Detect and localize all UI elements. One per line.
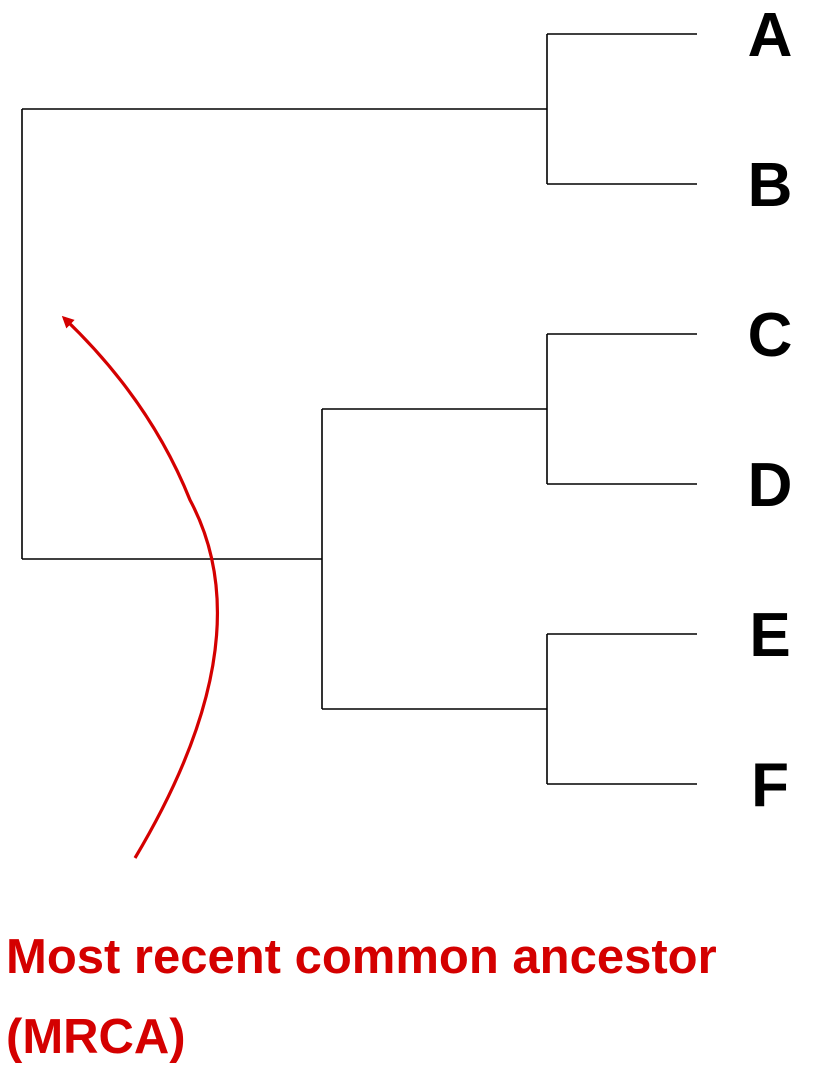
mrca-caption-line-1: Most recent common ancestor xyxy=(6,930,717,984)
tree-branches xyxy=(21,33,697,785)
tip-label-c: C xyxy=(748,301,793,370)
tip-label-a: A xyxy=(748,1,793,70)
tip-label-b: B xyxy=(748,151,793,220)
tip-label-d: D xyxy=(748,451,793,520)
mrca-caption-line-2: (MRCA) xyxy=(6,1010,186,1064)
tip-label-f: F xyxy=(751,751,789,820)
mrca-arrow xyxy=(61,315,219,859)
tip-labels: A B C D E F xyxy=(748,1,793,820)
tip-label-e: E xyxy=(749,601,790,670)
